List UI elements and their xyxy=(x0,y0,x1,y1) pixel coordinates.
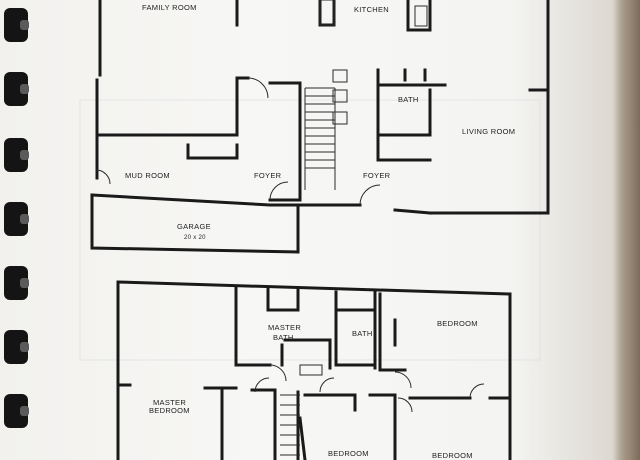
ring-hole xyxy=(20,20,29,30)
binder-ring xyxy=(0,330,32,364)
binder-ring xyxy=(0,8,32,42)
label-foyer-left: FOYER xyxy=(254,171,282,180)
label-master-bath-2: BATH xyxy=(273,333,294,342)
room-labels: FAMILY ROOM KITCHEN BATH LIVING ROOM MUD… xyxy=(125,3,515,460)
label-kitchen: KITCHEN xyxy=(354,5,389,14)
label-bedroom-bottom-middle: BEDROOM xyxy=(328,449,369,458)
ring-hole xyxy=(20,406,29,416)
binder-ring xyxy=(0,266,32,300)
label-bedroom-bottom-right: BEDROOM xyxy=(432,451,473,460)
binder-ring xyxy=(0,72,32,106)
label-garage: GARAGE xyxy=(177,222,211,231)
ring-hole xyxy=(20,342,29,352)
lower-stairs xyxy=(280,394,300,456)
upper-floor-plan xyxy=(90,0,550,254)
label-master-bedroom-2: BEDROOM xyxy=(149,406,190,415)
label-master-bath-1: MASTER xyxy=(268,323,301,332)
binder-ring xyxy=(0,202,32,236)
label-living-room: LIVING ROOM xyxy=(462,127,515,136)
binder-ring xyxy=(0,394,32,428)
label-family-room: FAMILY ROOM xyxy=(142,3,197,12)
label-bath-upper: BATH xyxy=(398,95,419,104)
label-foyer-right: FOYER xyxy=(363,171,391,180)
ring-hole xyxy=(20,214,29,224)
ring-hole xyxy=(20,150,29,160)
label-master-bedroom-1: MASTER xyxy=(153,398,186,407)
label-bedroom-top-right: BEDROOM xyxy=(437,319,478,328)
upper-stairs xyxy=(304,87,336,190)
page-edge-shadow xyxy=(612,0,640,460)
binder-ring xyxy=(0,138,32,172)
show-through-text xyxy=(79,99,541,361)
ring-hole xyxy=(20,278,29,288)
label-bath-lower: BATH xyxy=(352,329,373,338)
ring-hole xyxy=(20,84,29,94)
lower-floor-plan xyxy=(116,280,512,460)
label-mud-room: MUD ROOM xyxy=(125,171,170,180)
spiral-binding xyxy=(0,0,40,460)
label-garage-size: 20 x 20 xyxy=(184,235,206,241)
